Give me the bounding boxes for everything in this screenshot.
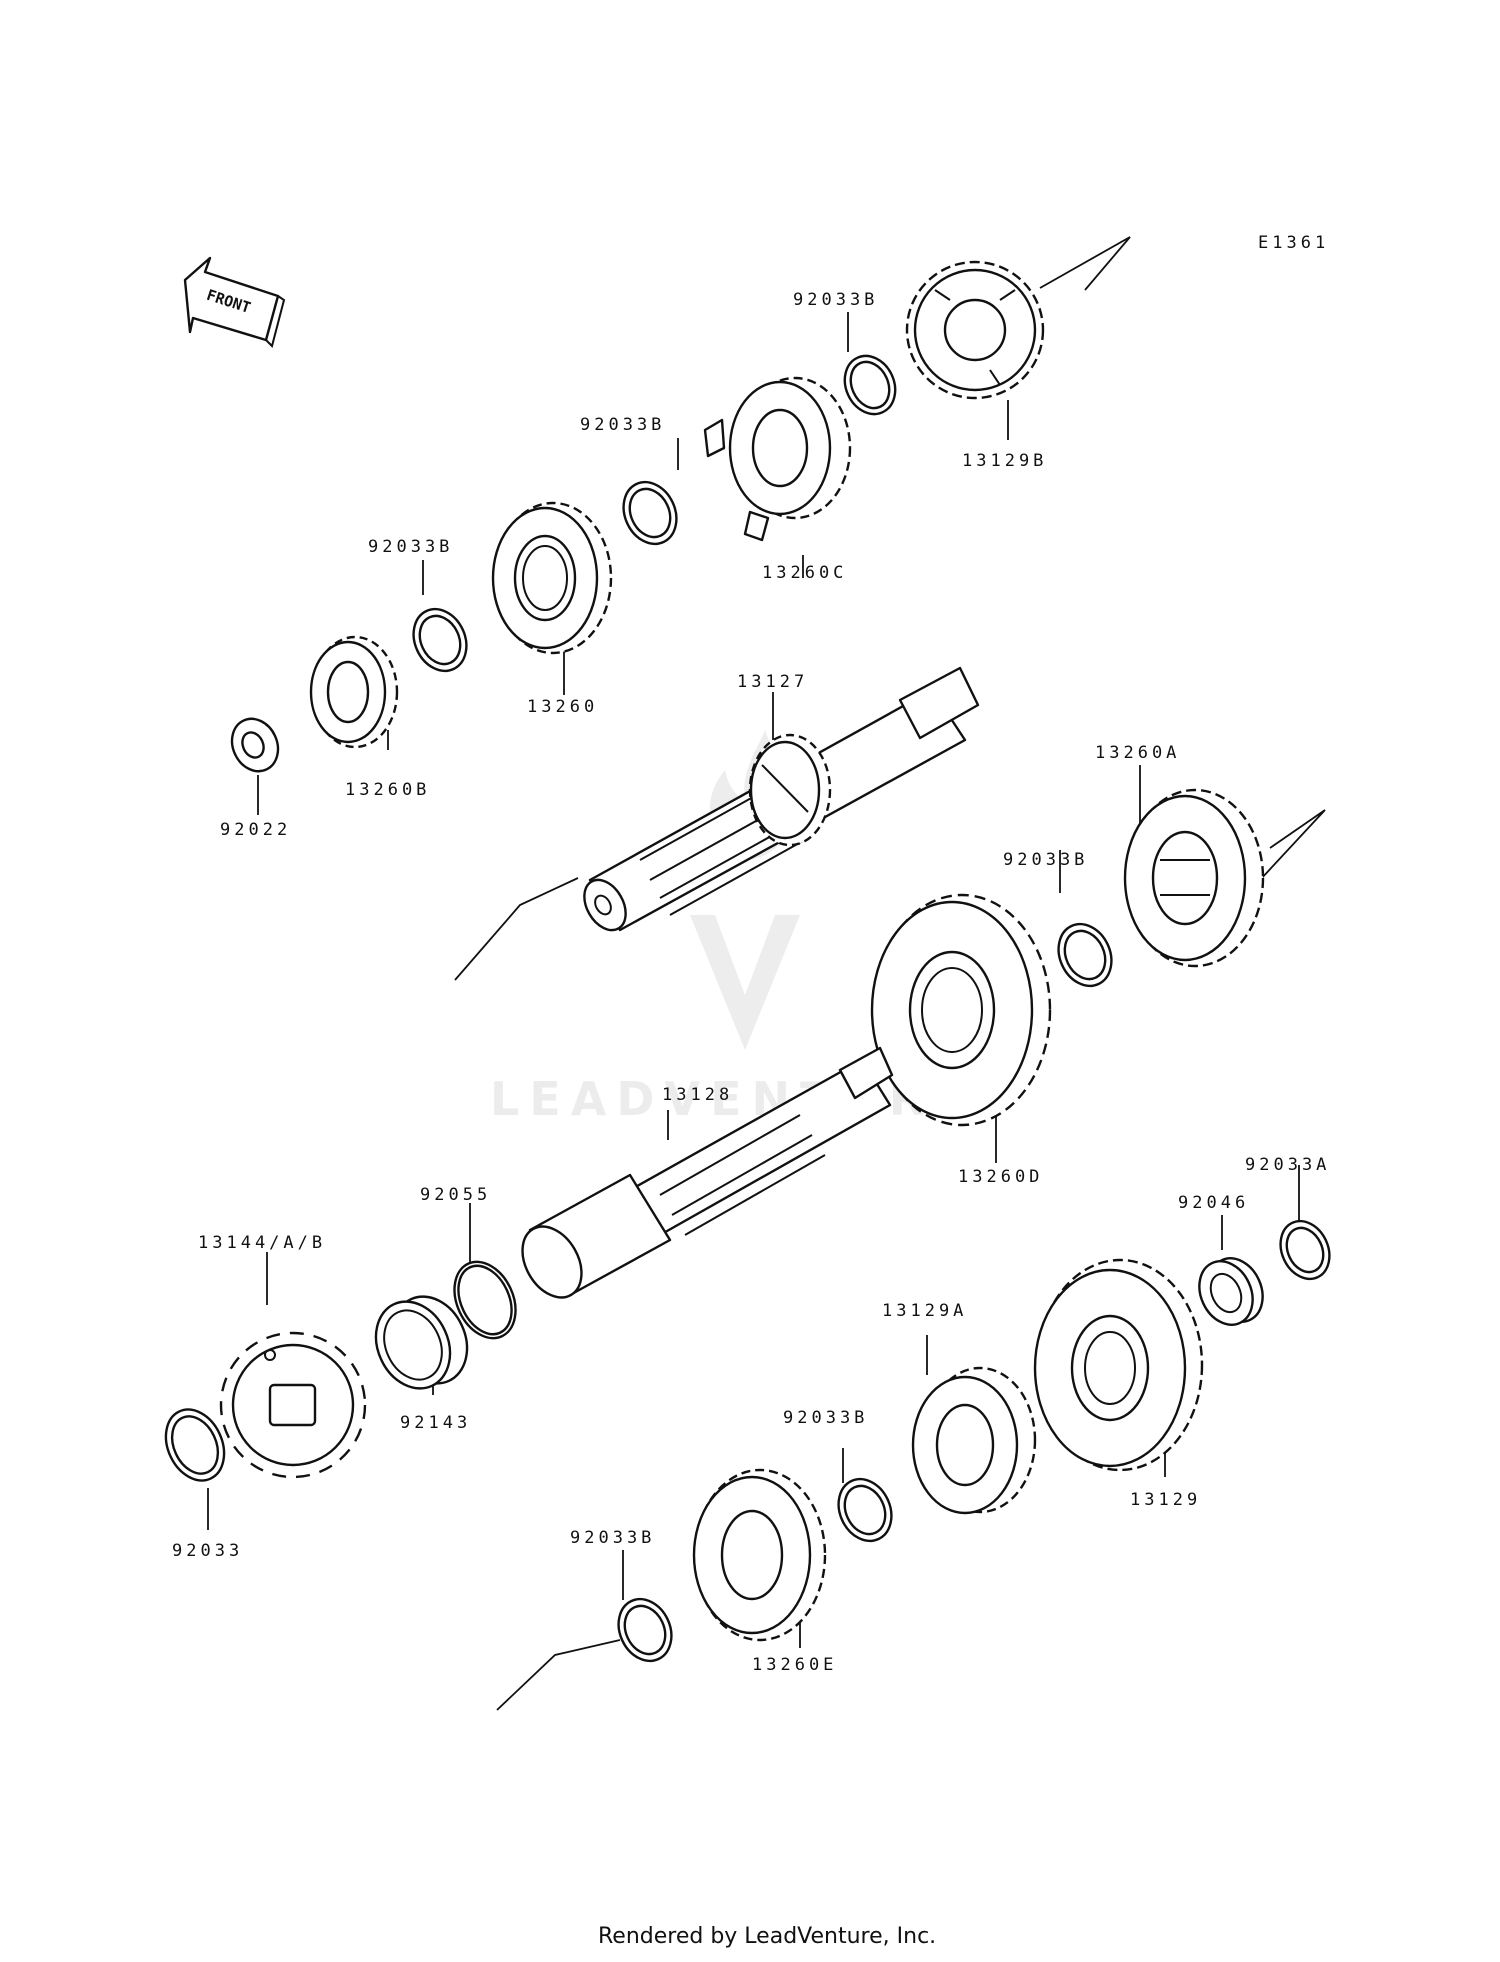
label-13129A[interactable]: 13129A — [882, 1301, 967, 1321]
label-92046[interactable]: 92046 — [1178, 1193, 1249, 1213]
gear-13260C[interactable] — [703, 376, 852, 542]
label-13260[interactable]: 13260 — [527, 697, 598, 717]
label-92033B-bottom[interactable]: 92033B — [570, 1528, 655, 1548]
part-labels: 92033B 13129B 92033B 13260C 92033B 13260… — [172, 290, 1330, 1675]
footer-credit: Rendered by LeadVenture, Inc. — [598, 1924, 936, 1949]
gear-13260D[interactable] — [870, 893, 1052, 1127]
label-92022[interactable]: 92022 — [220, 820, 291, 840]
label-92033A[interactable]: 92033A — [1245, 1155, 1330, 1175]
diagram-code: E1361 — [1258, 233, 1329, 253]
label-13260A[interactable]: 13260A — [1095, 743, 1180, 763]
snap-ring-92033B-mid[interactable] — [614, 473, 686, 552]
label-92055[interactable]: 92055 — [420, 1185, 491, 1205]
gear-13260A[interactable] — [1123, 788, 1265, 968]
snap-ring-92033B-right[interactable] — [1049, 915, 1121, 994]
axis-lines — [454, 236, 1326, 1711]
gear-13129[interactable] — [1033, 1258, 1204, 1472]
label-92033B-left[interactable]: 92033B — [368, 537, 453, 557]
label-92143[interactable]: 92143 — [400, 1413, 471, 1433]
label-92033B-mid[interactable]: 92033B — [580, 415, 665, 435]
label-13129[interactable]: 13129 — [1130, 1490, 1201, 1510]
label-13260C[interactable]: 13260C — [762, 563, 847, 583]
snap-ring-92033A[interactable] — [1271, 1213, 1338, 1287]
label-92033B-low[interactable]: 92033B — [783, 1408, 868, 1428]
gear-13129B[interactable] — [905, 260, 1045, 400]
sprocket-13144[interactable] — [219, 1331, 367, 1479]
shaft-13128[interactable] — [510, 1046, 894, 1308]
label-92033[interactable]: 92033 — [172, 1541, 243, 1561]
bearing-92046[interactable] — [1189, 1250, 1272, 1334]
label-13127[interactable]: 13127 — [737, 672, 808, 692]
o-ring-92055[interactable] — [443, 1252, 528, 1348]
label-13144[interactable]: 13144/A/B — [198, 1233, 326, 1253]
label-13128[interactable]: 13128 — [662, 1085, 733, 1105]
gear-13260B[interactable] — [309, 635, 399, 749]
snap-ring-92033B-bottom[interactable] — [609, 1590, 681, 1669]
gear-13129A[interactable] — [911, 1366, 1037, 1515]
gear-13260[interactable] — [491, 501, 613, 655]
label-13129B[interactable]: 13129B — [962, 451, 1047, 471]
washer-92022[interactable] — [224, 711, 287, 779]
leader-lines — [207, 312, 1300, 1648]
snap-ring-92033B-top[interactable] — [836, 348, 905, 423]
gear-13260E[interactable] — [692, 1468, 827, 1642]
circlip-92033[interactable] — [155, 1400, 235, 1490]
front-arrow-icon[interactable]: FRONT — [183, 256, 286, 348]
snap-ring-92033B-left[interactable] — [404, 600, 476, 679]
collar-92143[interactable] — [362, 1284, 480, 1400]
label-92033B-right[interactable]: 92033B — [1003, 850, 1088, 870]
label-92033B-top[interactable]: 92033B — [793, 290, 878, 310]
snap-ring-92033B-low[interactable] — [829, 1470, 901, 1549]
shaft-13127[interactable] — [576, 666, 980, 937]
label-13260D[interactable]: 13260D — [958, 1167, 1043, 1187]
label-13260E[interactable]: 13260E — [752, 1655, 837, 1675]
label-13260B[interactable]: 13260B — [345, 780, 430, 800]
